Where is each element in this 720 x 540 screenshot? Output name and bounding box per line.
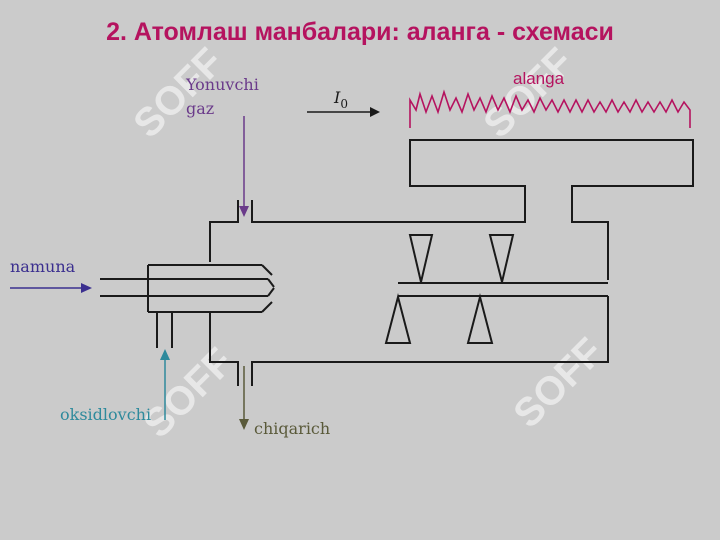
baffle-bottom-2 bbox=[466, 293, 494, 344]
watermark-bottom-right: SOFF bbox=[505, 330, 612, 437]
watermark-top-right: SOFF bbox=[475, 40, 582, 147]
sample-arrow bbox=[10, 283, 92, 293]
flame-wave bbox=[409, 89, 691, 128]
baffles bbox=[384, 234, 515, 344]
beam-arrow bbox=[307, 107, 380, 117]
exhaust-arrow bbox=[239, 366, 249, 430]
exhaust-label: chiqarich bbox=[254, 419, 330, 438]
fuel-gas-label-line1: Yonuvchi bbox=[185, 75, 259, 94]
flame-label: alanga bbox=[513, 69, 565, 88]
baffle-top-1 bbox=[408, 234, 434, 283]
baffle-bottom-1 bbox=[384, 293, 412, 344]
oxidant-arrow bbox=[160, 349, 170, 420]
watermark-bottom-left: SOFF bbox=[135, 340, 242, 447]
baffle-top-2 bbox=[488, 234, 515, 283]
slide-title: 2. Атомлаш манбалари: аланга - схемаси bbox=[106, 18, 614, 46]
burner-chamber bbox=[100, 139, 694, 386]
fuel-gas-label-line2: gaz bbox=[186, 99, 214, 118]
fuel-gas-arrow bbox=[239, 116, 249, 217]
beam-label: I0 bbox=[333, 88, 348, 111]
oxidant-label: oksidlovchi bbox=[60, 405, 151, 424]
sample-label: namuna bbox=[10, 257, 76, 276]
